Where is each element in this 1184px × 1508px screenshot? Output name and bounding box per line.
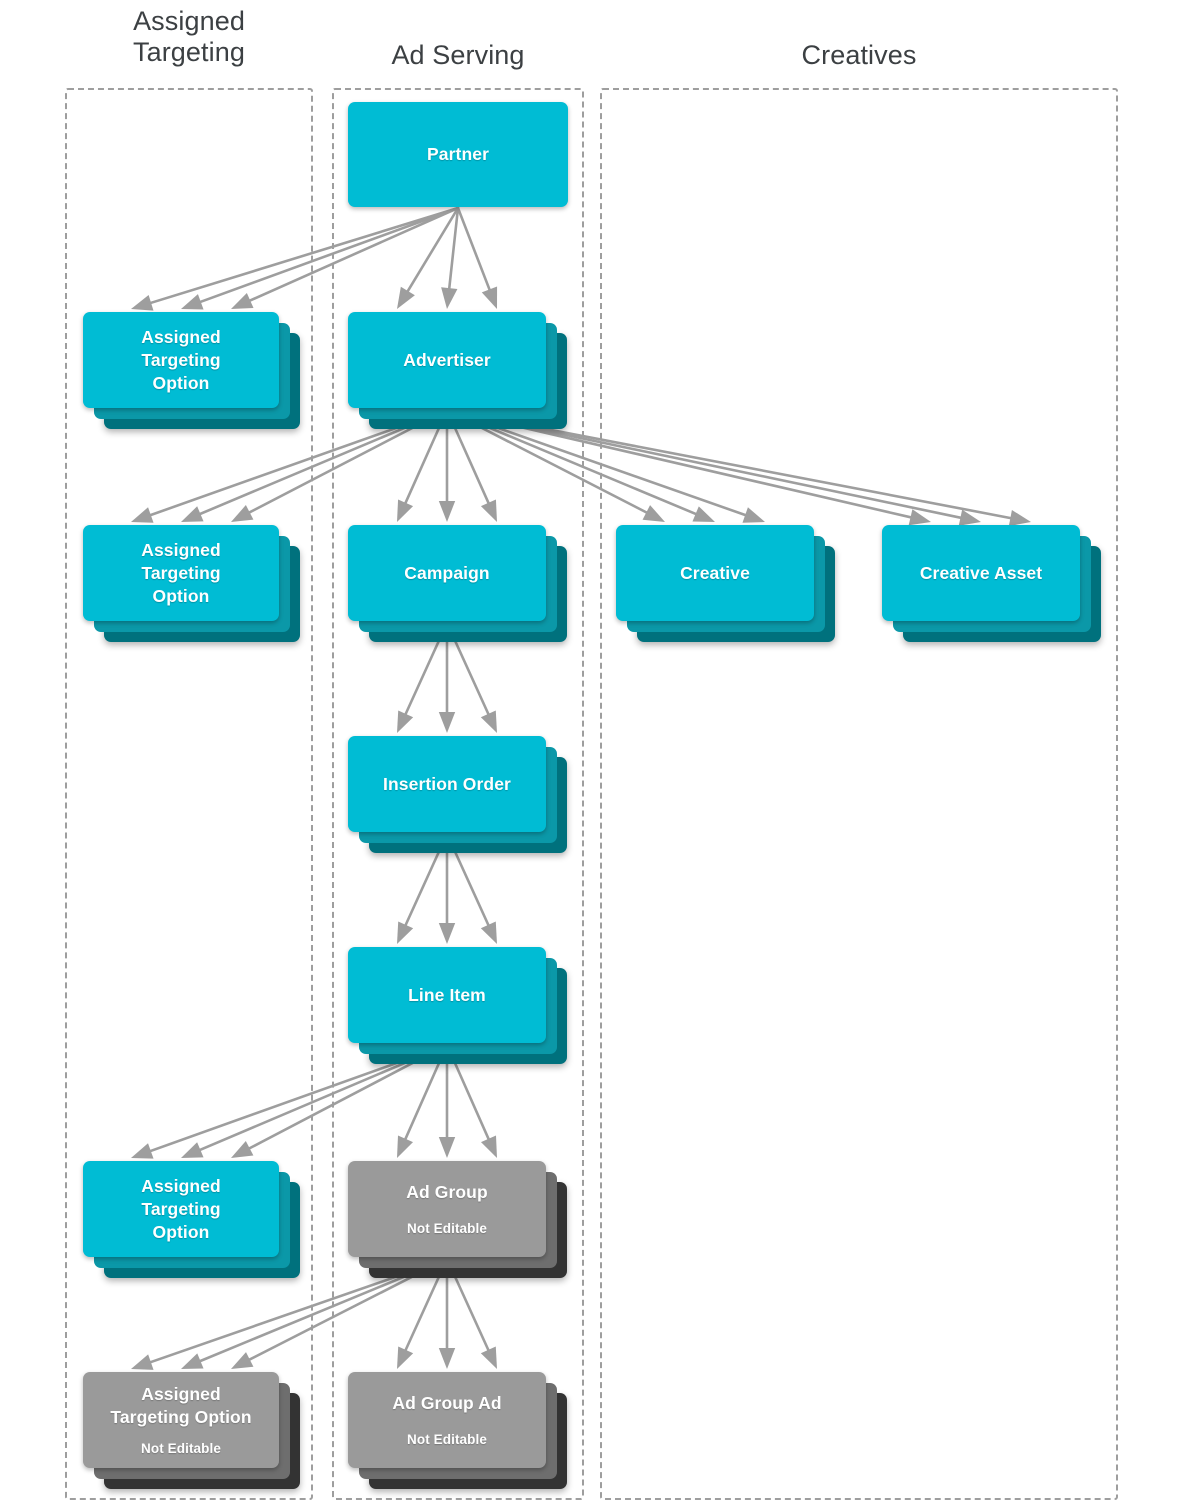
node-card: Creative — [616, 525, 814, 621]
node-creative-asset[interactable]: Creative Asset — [882, 525, 1101, 642]
node-card: Ad Group Ad Not Editable — [348, 1372, 546, 1468]
node-card: Assigned Targeting Option — [83, 1161, 279, 1257]
node-label: Ad Group — [406, 1182, 488, 1202]
node-label: Assigned Targeting Option — [141, 326, 221, 393]
node-card: Creative Asset — [882, 525, 1080, 621]
node-card: Assigned Targeting Option — [83, 312, 279, 408]
node-assigned-targeting-option-partner[interactable]: Assigned Targeting Option — [83, 312, 300, 429]
node-assigned-targeting-option-advertiser[interactable]: Assigned Targeting Option — [83, 525, 300, 642]
node-label: Ad Group Ad — [392, 1393, 502, 1413]
node-partner[interactable]: Partner — [348, 102, 568, 207]
column-group-creatives — [600, 88, 1118, 1500]
node-label: Creative Asset — [919, 562, 1043, 583]
column-title-assigned-targeting: Assigned Targeting — [133, 6, 245, 67]
node-card: Line Item — [348, 947, 546, 1043]
node-label: Campaign — [404, 562, 490, 583]
node-label: Creative — [680, 562, 750, 583]
node-label: Assigned Targeting Option — [141, 1175, 221, 1242]
node-card: Partner — [348, 102, 568, 207]
node-label: Assigned Targeting Option — [141, 539, 221, 606]
node-line-item[interactable]: Line Item — [348, 947, 567, 1064]
node-creative[interactable]: Creative — [616, 525, 835, 642]
node-card: Advertiser — [348, 312, 546, 408]
node-insertion-order[interactable]: Insertion Order — [348, 736, 567, 853]
node-label: Assigned Targeting Option — [110, 1384, 252, 1427]
column-group-ad-serving — [332, 88, 584, 1500]
node-card: Assigned Targeting Option — [83, 525, 279, 621]
column-group-assigned-targeting — [65, 88, 313, 1500]
node-assigned-targeting-option-line-item[interactable]: Assigned Targeting Option — [83, 1161, 300, 1278]
node-card: Campaign — [348, 525, 546, 621]
node-sublabel-not-editable: Not Editable — [141, 1441, 221, 1456]
node-ad-group-ad[interactable]: Ad Group Ad Not Editable — [348, 1372, 567, 1489]
node-sublabel-not-editable: Not Editable — [407, 1221, 487, 1236]
column-title-creatives: Creatives — [801, 40, 917, 70]
node-label: Insertion Order — [383, 773, 511, 794]
node-card: Insertion Order — [348, 736, 546, 832]
node-campaign[interactable]: Campaign — [348, 525, 567, 642]
column-title-ad-serving: Ad Serving — [391, 40, 525, 70]
node-label: Partner — [427, 144, 489, 164]
node-advertiser[interactable]: Advertiser — [348, 312, 567, 429]
node-label: Line Item — [408, 984, 486, 1005]
node-sublabel-not-editable: Not Editable — [407, 1432, 487, 1447]
node-label: Advertiser — [403, 349, 491, 370]
